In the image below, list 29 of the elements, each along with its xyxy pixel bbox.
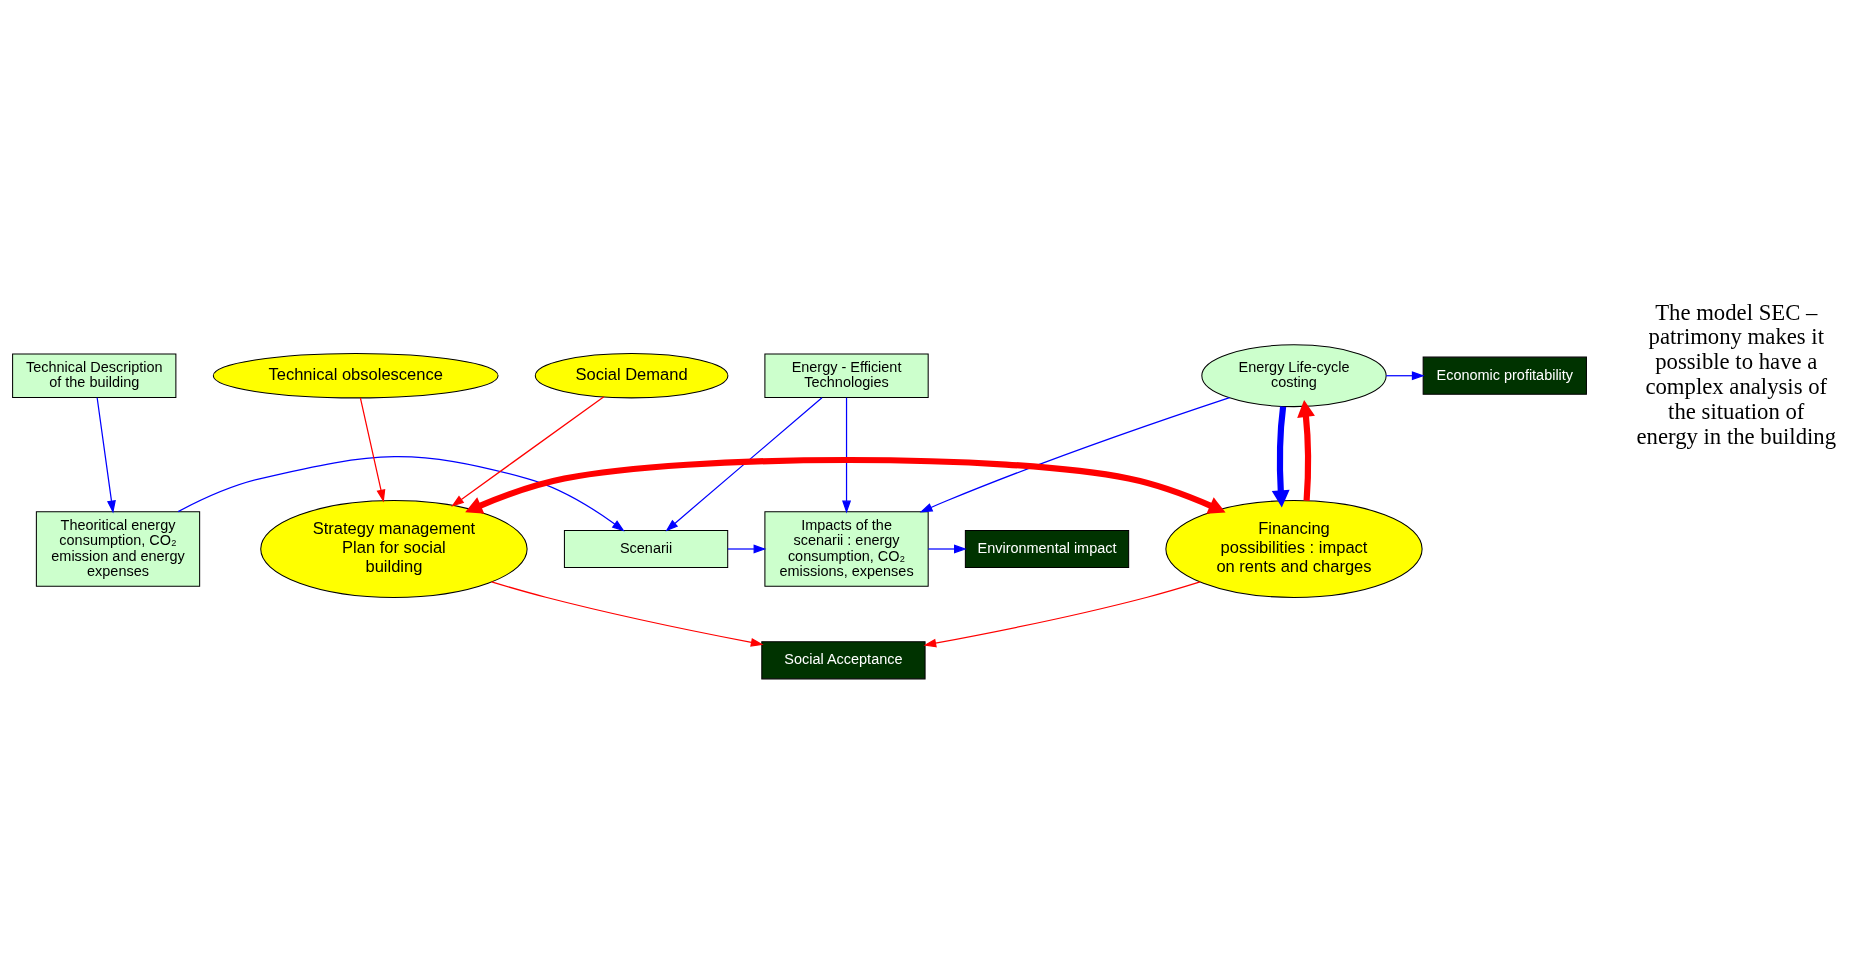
arrow	[465, 456, 1226, 514]
arrow	[177, 456, 625, 532]
node-ellipse: Financing possibilities : impact on rents and charges	[1165, 500, 1423, 598]
node-ellipse: Strategy management Plan for social building	[260, 500, 528, 598]
arrow	[451, 396, 605, 507]
arrow	[923, 581, 1201, 648]
node-ellipse: Energy Life-cycle costing	[1201, 344, 1387, 408]
node-box: Technical Description of the building	[12, 353, 177, 398]
node-box: Energy - Efficient Technologies	[764, 353, 929, 398]
arrow	[96, 397, 116, 514]
arrow	[1297, 399, 1315, 501]
node-ellipse: Social Demand	[534, 353, 729, 399]
arrow	[927, 544, 967, 554]
node-box: Impacts of the scenarii : energy consumption, CO₂ emissions, expenses	[764, 511, 929, 587]
arrow	[1271, 406, 1290, 508]
arrow	[490, 581, 764, 647]
node-box: Social Acceptance	[761, 641, 926, 680]
node-ellipse: Technical obsolescence	[212, 353, 499, 399]
arrow	[842, 397, 852, 514]
arrow	[359, 397, 386, 503]
node-box: Scenarii	[563, 529, 729, 569]
arrow	[1385, 371, 1425, 381]
arrow	[919, 397, 1231, 513]
node-box: Economic profitability	[1422, 356, 1587, 395]
node-box: Environmental impact	[964, 529, 1130, 569]
arrow	[665, 397, 823, 532]
label: The model SEC – patrimony makes it possible to have a complex analysis of the situation of energy in the building	[1636, 299, 1837, 449]
node-box: Theoritical energy consumption, CO₂ emission and energy expenses	[35, 511, 201, 587]
arrow	[727, 544, 767, 554]
